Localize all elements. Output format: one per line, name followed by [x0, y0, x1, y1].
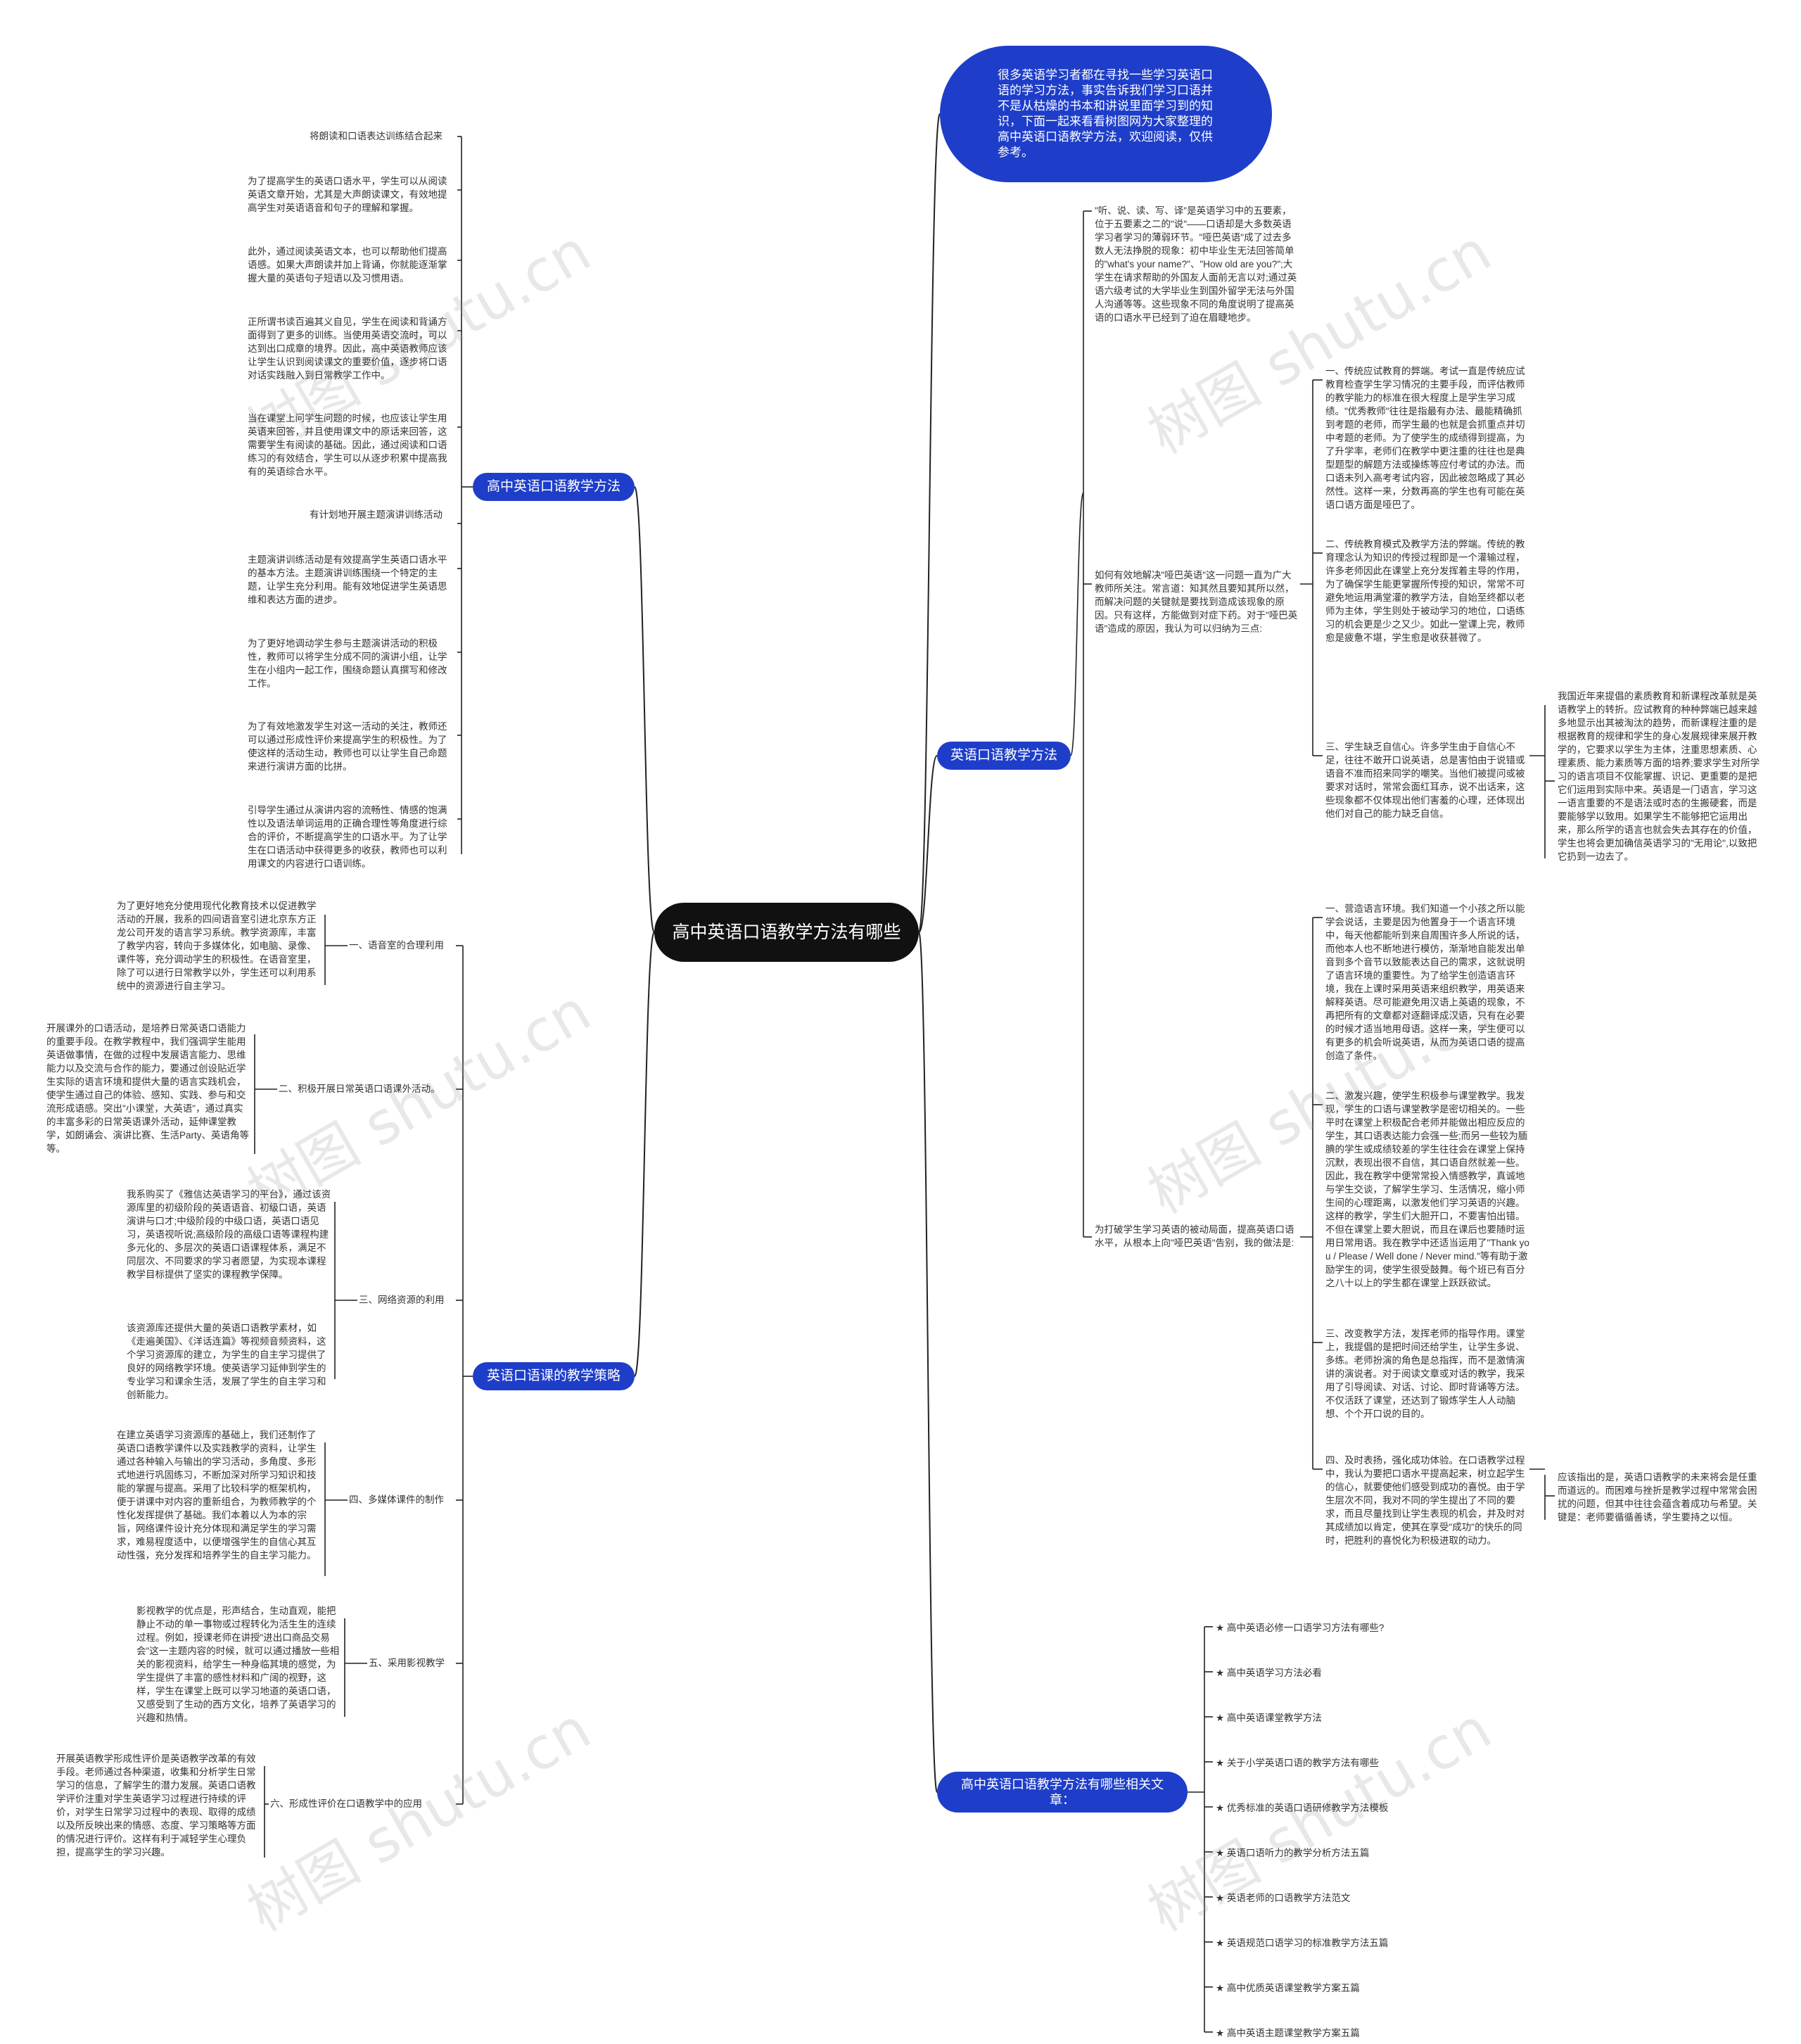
method-item: 此外，通过阅读英语文本，也可以帮助他们提高语感。如果大声朗读并加上背诵，你就能逐…: [248, 246, 447, 284]
branch-related-articles[interactable]: 高中英语口语教学方法有哪些相关文章：: [937, 1772, 1188, 1813]
approach-item: 三、改变教学方法，发挥老师的指导作用。课堂上，我提倡的是把时间还给学生，让学生多…: [1325, 1328, 1525, 1419]
method-item: 正所谓书读百遍其义自见，学生在阅读和背诵方面得到了更多的训练。当使用英语交流时，…: [248, 317, 447, 381]
strategy-text: 我系购买了《雅信达英语学习的平台》，通过该资源库里的初级阶段的英语语音、初级口语…: [127, 1189, 331, 1280]
reason-item: 三、学生缺乏自信心。许多学生由于自信心不足，往往不敢开口说英语，总是害怕由于说错…: [1325, 742, 1525, 819]
approach-item: 一、营造语言环境。我们知道一个小孩之所以能学会说话，主要是因为他置身于一个语言环…: [1325, 903, 1525, 1061]
related-article-link[interactable]: ★ 高中英语课堂教学方法: [1216, 1713, 1322, 1723]
strategy-text: 影视教学的优点是，形声结合，生动直观，能把静止不动的单一事物或过程转化为活生生的…: [136, 1606, 340, 1723]
method-item: 当在课堂上问学生问题的时候，也应该让学生用英语来回答，并且使用课文中的原话来回答…: [248, 413, 447, 477]
method-item: 引导学生通过从演讲内容的流畅性、情感的饱满性以及语法单词运用的正确合理性等角度进…: [248, 805, 447, 869]
related-article-link[interactable]: ★ 英语老师的口语教学方法范文: [1216, 1893, 1351, 1903]
related-article-link[interactable]: ★ 高中优质英语课堂教学方案五篇: [1216, 1983, 1360, 1993]
approach-note: 应该指出的是，英语口语教学的未来将会是任重而道远的。而困难与挫折是教学过程中常常…: [1558, 1472, 1757, 1523]
method-item: 为了更好地调动学生参与主题演讲活动的积极性，教师可以将学生分成不同的演讲小组，让…: [248, 638, 447, 689]
related-article-link[interactable]: ★ 关于小学英语口语的教学方法有哪些: [1216, 1758, 1379, 1768]
branch-strategy[interactable]: 英语口语课的教学策略: [473, 1362, 635, 1390]
related-article-link[interactable]: ★ 高中英语必修一口语学习方法有哪些?: [1216, 1623, 1385, 1633]
approach-item: 二、激发兴趣，使学生积极参与课堂教学。我发现，学生的口语与课堂教学是密切相关的。…: [1325, 1091, 1529, 1288]
strategy-text: 在建立英语学习资源库的基础上，我们还制作了英语口语教学课件以及实践教学的资料，让…: [117, 1430, 317, 1561]
method-item: 有计划地开展主题演讲训练活动: [310, 509, 443, 520]
reason-note: 我国近年来提倡的素质教育和新课程改革就是英语教学上的转折。应试教育的种种弊端已越…: [1558, 691, 1760, 862]
strategy-label: 三、网络资源的利用: [359, 1295, 445, 1305]
approach-item: 四、及时表扬，强化成功体验。在口语教学过程中，我认为要把口语水平提高起来，树立起…: [1325, 1455, 1525, 1546]
related-article-link[interactable]: ★ 英语口语听力的教学分析方法五篇: [1216, 1848, 1370, 1858]
strategy-text: 开展英语教学形成性评价是英语教学改革的有效手段。老师通过各种渠道，收集和分析学生…: [56, 1753, 256, 1858]
method-item: 为了提高学生的英语口语水平，学生可以从阅读英语文章开始，尤其是大声朗读课文，有效…: [248, 176, 447, 213]
connector-line: [918, 755, 938, 933]
strategy-text: 为了更好地充分使用现代化教育技术以促进教学活动的开展，我系的四间语音室引进北京东…: [117, 901, 317, 991]
connector-line: [918, 113, 941, 933]
connector-line: [634, 932, 655, 1377]
strategy-label: 六、形成性评价在口语教学中的应用: [270, 1798, 422, 1809]
intro-node[interactable]: 很多英语学习者都在寻找一些学习英语口语的学习方法，事实告诉我们学习口语并不是从枯…: [940, 46, 1272, 182]
related-article-link[interactable]: ★ 高中英语学习方法必看: [1216, 1668, 1322, 1678]
connector-line: [918, 932, 938, 1793]
method-item: 主题演讲训练活动是有效提高学生英语口语水平的基本方法。主题演讲训练围绕一个特定的…: [248, 554, 447, 605]
branch-methods[interactable]: 高中英语口语教学方法: [473, 473, 635, 501]
strategy-text: 开展课外的口语活动，是培养日常英语口语能力的重要手段。在教学教程中，我们强调学生…: [46, 1023, 250, 1154]
strategy-label: 二、积极开展日常英语口语课外活动。: [279, 1084, 440, 1094]
strategy-text: 该资源库还提供大量的英语口语教学素材，如《走遍美国》、《洋话连篇》等视频音频资料…: [127, 1323, 326, 1400]
method-item: 为了有效地激发学生对这一活动的关注，教师还可以通过形成性评价来提高学生的积极性。…: [248, 721, 447, 772]
method-item: 将朗读和口语表达训练结合起来: [310, 131, 443, 141]
root-topic[interactable]: 高中英语口语教学方法有哪些: [654, 903, 919, 962]
branch-oral-methods[interactable]: 英语口语教学方法: [937, 742, 1071, 770]
reason-item: 二、传统教育模式及教学方法的弊端。传统的教育理念认为知识的传授过程即是一个灌输过…: [1325, 539, 1525, 643]
connector-line: [1070, 492, 1084, 756]
strategy-label: 四、多媒体课件的制作: [349, 1494, 444, 1505]
strategy-label: 一、语音室的合理利用: [349, 940, 444, 951]
related-article-link[interactable]: ★ 英语规范口语学习的标准教学方法五篇: [1216, 1938, 1389, 1948]
connector-line: [634, 486, 655, 933]
related-article-link[interactable]: ★ 高中英语主题课堂教学方案五篇: [1216, 2028, 1360, 2038]
related-article-link[interactable]: ★ 优秀标准的英语口语研修教学方法模板: [1216, 1803, 1389, 1813]
oral-cause-text: 如何有效地解决"哑巴英语"这一问题一直为广大教师所关注。常言道：知其然且要知其所…: [1095, 570, 1298, 634]
oral-approach-text: 为打破学生学习英语的被动局面，提高英语口语水平，从根本上向"哑巴英语"告别，我的…: [1095, 1224, 1294, 1248]
oral-intro-text: "听、说、读、写、译"是英语学习中的五要素，位于五要素之二的"说"——口语却是大…: [1095, 205, 1297, 323]
intro-text: 很多英语学习者都在寻找一些学习英语口语的学习方法，事实告诉我们学习口语并不是从枯…: [998, 68, 1213, 159]
reason-item: 一、传统应试教育的弊端。考试一直是传统应试教育检查学生学习情况的主要手段，而评估…: [1325, 366, 1525, 510]
strategy-label: 五、采用影视教学: [369, 1658, 445, 1668]
